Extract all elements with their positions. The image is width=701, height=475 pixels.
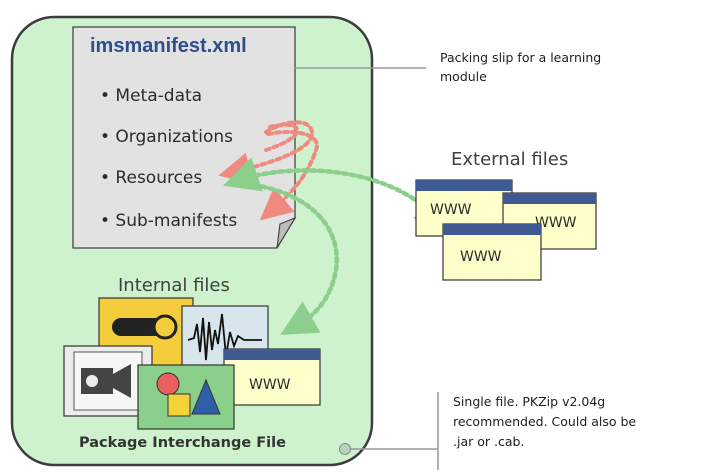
manifest-item-submanifests: • Sub-manifests <box>100 211 237 231</box>
internal-browser-label: WWW <box>249 377 291 393</box>
package-note-line: .jar or .cab. <box>453 434 524 449</box>
external-window-3 <box>442 223 542 281</box>
external-window-2-label: WWW <box>535 215 577 231</box>
package-label: Package Interchange File <box>79 435 286 451</box>
external-window-3-label: WWW <box>460 249 502 265</box>
manifest-note-line: module <box>440 69 487 84</box>
video-camera-icon <box>63 345 153 417</box>
external-files-label: External files <box>451 149 568 170</box>
manifest-item-resources: • Resources <box>100 168 202 188</box>
image-shapes-icon <box>137 364 235 430</box>
external-window-1-label: WWW <box>430 202 472 218</box>
package-note-line: recommended. Could also be <box>453 414 636 429</box>
internal-browser-window-icon <box>223 348 321 406</box>
manifest-item-metadata: • Meta-data <box>100 86 202 106</box>
package-callout-dot <box>339 443 351 455</box>
manifest-note-line: Packing slip for a learning <box>440 50 601 65</box>
package-note-line: Single file. PKZip v2.04g <box>453 394 605 409</box>
manifest-title: imsmanifest.xml <box>90 35 247 57</box>
manifest-note: Packing slip for a learning module <box>440 50 605 84</box>
internal-files-label: Internal files <box>118 275 230 296</box>
manifest-item-organizations: • Organizations <box>100 127 233 147</box>
package-note: Single file. PKZip v2.04g recommended. C… <box>453 394 640 449</box>
package-callout-line <box>351 392 439 470</box>
